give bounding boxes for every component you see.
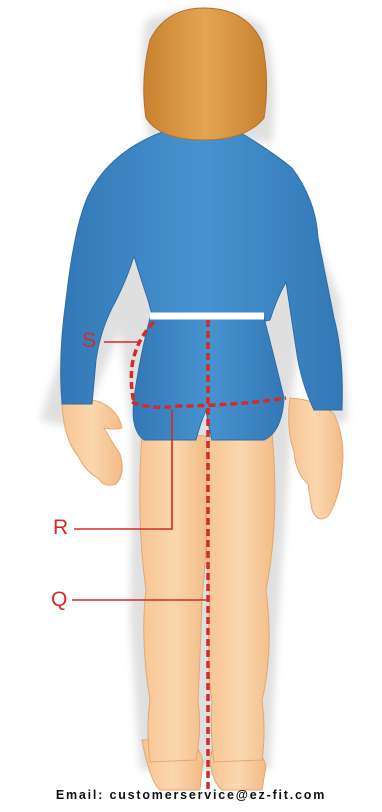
label-r: R xyxy=(53,517,68,538)
left-hand xyxy=(62,399,122,485)
contact-email[interactable]: Email: customerservice@ez-fit.com xyxy=(0,788,382,802)
hair xyxy=(144,8,267,140)
label-s: S xyxy=(82,330,96,351)
right-hand xyxy=(289,398,343,519)
label-q: Q xyxy=(51,589,67,610)
